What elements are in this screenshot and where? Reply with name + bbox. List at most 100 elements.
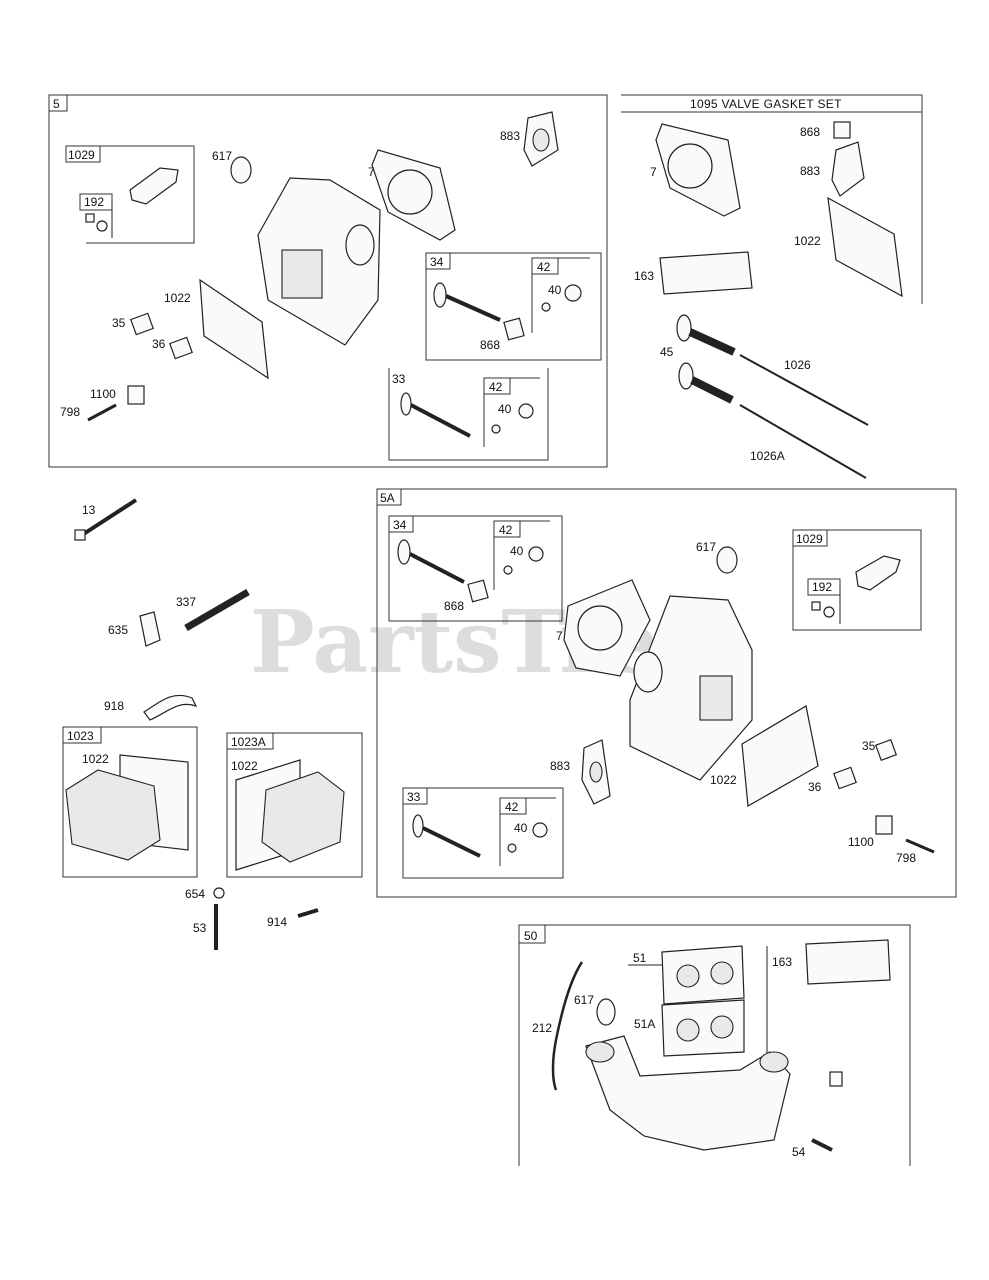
label-883: 883: [500, 129, 520, 143]
rocker-gasket-1022e-part[interactable]: [741, 705, 819, 807]
pushrod-1026-part[interactable]: [739, 354, 869, 426]
o-ring-617c-part[interactable]: [596, 998, 616, 1026]
keeper-d-part[interactable]: [507, 843, 517, 853]
label-212: 212: [532, 1021, 552, 1035]
valve-45b-stem[interactable]: [690, 376, 734, 404]
nut-part[interactable]: [829, 1071, 843, 1087]
bolt-798-part[interactable]: [87, 403, 117, 422]
retainer-40c-part[interactable]: [528, 546, 544, 562]
label-33: 33: [392, 372, 406, 386]
retainer-40d-part[interactable]: [532, 822, 548, 838]
pushrod-1026A-part[interactable]: [739, 404, 867, 479]
rocker-cover-1023A-part[interactable]: [261, 771, 345, 863]
breather-bracket-part[interactable]: [129, 167, 179, 205]
valve-45-head[interactable]: [676, 314, 692, 342]
clip-1100-part[interactable]: [127, 385, 145, 405]
spark-plug-337-part[interactable]: [184, 588, 250, 632]
o-ring-617-part[interactable]: [230, 156, 252, 184]
label-654: 654: [185, 887, 205, 901]
exhaust-manifold-part[interactable]: [585, 1035, 791, 1151]
group-42-tag: [531, 257, 559, 275]
seal-868b-part[interactable]: [833, 121, 851, 139]
exhaust-valve-33-stem[interactable]: [410, 403, 471, 438]
group-1095-title: 1095 VALVE GASKET SET: [690, 97, 842, 111]
seal-868c-part[interactable]: [467, 579, 489, 603]
head-gasket-7b-bore: [667, 143, 713, 189]
rocker-gasket-1022-part[interactable]: [199, 278, 269, 380]
keeper-part[interactable]: [541, 302, 551, 312]
exhaust-valve-33b-head[interactable]: [412, 814, 424, 838]
gasket-163a-part[interactable]: [659, 251, 753, 295]
valve-45b-head[interactable]: [678, 362, 694, 390]
group-50-exhaust-manifold: 50 51 51A 617 212 163 54: [518, 924, 911, 1166]
group-1029b-tag: [792, 529, 828, 547]
screw-914-part[interactable]: [297, 908, 319, 918]
group-34b-tag: [388, 515, 414, 533]
gasket-163b-part[interactable]: [805, 939, 891, 985]
keeper-c-part[interactable]: [503, 565, 513, 575]
label-868c: 868: [444, 599, 464, 613]
exhaust-valve-33-head[interactable]: [400, 392, 412, 416]
group-34-tag: [425, 252, 451, 270]
label-617c: 617: [574, 993, 594, 1007]
fitting-192b-part[interactable]: [811, 601, 821, 611]
intake-valve-34b-stem[interactable]: [409, 552, 465, 584]
intake-valve-34-stem[interactable]: [445, 294, 501, 322]
screw-35-part[interactable]: [130, 312, 154, 336]
label-337: 337: [176, 595, 196, 609]
label-1022: 1022: [164, 291, 191, 305]
screw-36-part[interactable]: [169, 336, 193, 360]
group-5-frame: [48, 94, 608, 468]
label-883b: 883: [800, 164, 820, 178]
screw-35b-part[interactable]: [874, 738, 898, 762]
group-1095-frame: [621, 94, 923, 304]
label-40c: 40: [510, 544, 524, 558]
rod-212-part[interactable]: [551, 961, 584, 1091]
retainer-40-part[interactable]: [564, 284, 582, 302]
label-914: 914: [267, 915, 287, 929]
gasket-51-part[interactable]: [661, 945, 745, 1005]
gasket-883b-part[interactable]: [831, 141, 865, 197]
group-33b-tag: [402, 787, 428, 805]
hose-918-part[interactable]: [143, 694, 198, 721]
label-40: 40: [548, 283, 562, 297]
intake-valve-34-head[interactable]: [433, 282, 447, 308]
cylinder-head-5A-part[interactable]: [629, 595, 753, 781]
nut-192b-part[interactable]: [823, 606, 835, 618]
clip-1100b-part[interactable]: [875, 815, 893, 835]
label-54: 54: [792, 1145, 806, 1159]
cylinder-head-5A-rocker-area: [699, 675, 733, 721]
retainer-40b-part[interactable]: [518, 403, 534, 419]
group-192-label: 192: [84, 195, 104, 209]
group-1029-tag: [65, 145, 101, 163]
fitting-192-part[interactable]: [85, 213, 95, 223]
o-ring-617b-part[interactable]: [716, 546, 738, 574]
breather-bracket-b-part[interactable]: [855, 555, 901, 591]
seal-868-part[interactable]: [503, 317, 525, 341]
group-5A-tag: [376, 488, 402, 506]
label-1100: 1100: [90, 387, 116, 401]
keeper-b-part[interactable]: [491, 424, 501, 434]
valve-45-stem[interactable]: [688, 328, 736, 356]
group-42d-tag: [499, 797, 527, 815]
label-40b: 40: [498, 402, 512, 416]
bolt-798b-part[interactable]: [905, 838, 935, 854]
gasket-51A-part[interactable]: [661, 999, 745, 1057]
screw-54-part[interactable]: [811, 1138, 833, 1152]
label-163b: 163: [772, 955, 792, 969]
screw-36b-part[interactable]: [833, 766, 857, 790]
bolt-13-part[interactable]: [80, 498, 138, 537]
group-1023A-label: 1023A: [231, 735, 266, 749]
washer-654-part[interactable]: [213, 887, 225, 899]
label-51A: 51A: [634, 1017, 655, 1031]
gasket-883c-hole: [589, 761, 603, 783]
exhaust-valve-33b-stem[interactable]: [422, 826, 481, 858]
rocker-gasket-1022b-part[interactable]: [827, 196, 903, 298]
nut-192-part[interactable]: [96, 220, 108, 232]
intake-valve-34b-head[interactable]: [397, 539, 411, 565]
label-51: 51: [633, 951, 647, 965]
label-35b: 35: [862, 739, 876, 753]
boot-635-part[interactable]: [139, 611, 161, 647]
group-33-frame: [388, 368, 549, 461]
rocker-cover-1023-part[interactable]: [65, 769, 161, 861]
